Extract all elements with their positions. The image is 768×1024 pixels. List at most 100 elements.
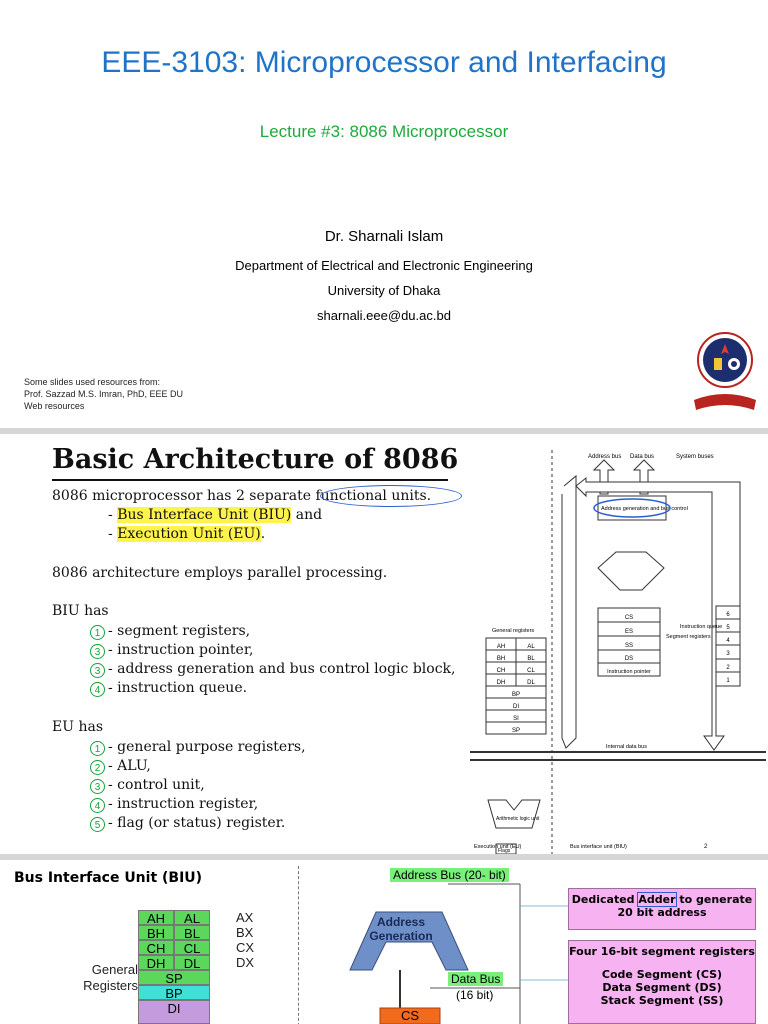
register-cl: CL xyxy=(527,668,535,674)
page-number: 2 xyxy=(704,844,708,850)
address-bus-label: Address Bus (20- bit) xyxy=(390,868,509,882)
register-ah: AH xyxy=(497,644,505,650)
register-bx: BX xyxy=(236,925,254,940)
number-circle: 3 xyxy=(90,779,105,794)
register-dh: DH xyxy=(497,680,506,686)
flags-label: Flags xyxy=(498,848,511,854)
architecture-diagram: Address bus Data bus System buses Addres… xyxy=(470,448,766,854)
queue-slot: 4 xyxy=(726,638,730,644)
register-al: AL xyxy=(174,910,210,926)
register-di: DI xyxy=(138,1000,210,1024)
biu-highlight: Bus Interface Unit (BIU) xyxy=(117,507,292,523)
department: Department of Electrical and Electronic … xyxy=(235,258,533,273)
credit-line: Web resources xyxy=(24,401,85,411)
register-si: SI xyxy=(513,716,519,722)
biu-item: - segment registers, xyxy=(108,623,251,639)
register-bh: BH xyxy=(138,925,174,941)
register-bl: BL xyxy=(174,925,210,941)
eu-heading: EU has xyxy=(52,719,104,735)
address-generation-label: Address Generation xyxy=(369,915,433,943)
architecture-slide: Basic Architecture of 8086 8086 micropro… xyxy=(0,434,768,854)
register-sp: SP xyxy=(138,970,210,986)
unit-biu-line: - Bus Interface Unit (BIU) and xyxy=(108,507,323,523)
segment-item: Code Segment (CS) xyxy=(601,968,723,981)
biu-heading: BIU has xyxy=(52,603,109,619)
adder-note: Dedicated Adder to generate 20 bit addre… xyxy=(568,888,756,930)
eu-item: - ALU, xyxy=(108,758,151,774)
register-di: DI xyxy=(513,704,519,710)
slide-title: Bus Interface Unit (BIU) xyxy=(14,870,203,886)
email: sharnali.eee@du.ac.bd xyxy=(317,308,451,323)
bus-interface-unit-label: Bus interface unit (BIU) xyxy=(570,844,627,850)
alu-label: Arithmetic logic unit xyxy=(496,816,540,822)
register-dl: DL xyxy=(527,680,535,686)
register-cl: CL xyxy=(174,940,210,956)
register-ch: CH xyxy=(138,940,174,956)
register-ch: CH xyxy=(497,668,506,674)
system-buses-label: System buses xyxy=(676,454,714,460)
queue-slot: 1 xyxy=(726,678,730,684)
segment-item: Data Segment (DS) xyxy=(602,981,722,994)
queue-slot: 2 xyxy=(726,665,730,671)
register-dl: DL xyxy=(174,955,210,971)
eu-item: - general purpose registers, xyxy=(108,739,306,755)
address-generation-label: Address generation and bus control xyxy=(601,506,688,512)
annotation-oval xyxy=(320,485,462,507)
lecture-title: Lecture #3: 8086 Microprocessor xyxy=(259,122,509,141)
queue-slot: 3 xyxy=(726,651,730,657)
data-bus-label: Data Bus xyxy=(448,972,504,986)
data-bus-label: Data bus xyxy=(630,454,654,460)
eu-item: - instruction register, xyxy=(108,796,259,812)
number-circle: 3 xyxy=(90,644,105,659)
register-cs: CS xyxy=(625,615,633,621)
course-title: EEE-3103: Microprocessor and Interfacing xyxy=(101,46,667,79)
register-bh: BH xyxy=(497,656,505,662)
slide-title: Basic Architecture of 8086 xyxy=(52,444,459,475)
register-cx: CX xyxy=(236,940,255,955)
number-circle: 4 xyxy=(90,798,105,813)
register-dx: DX xyxy=(236,955,255,970)
eu-item: - flag (or status) register. xyxy=(108,815,286,831)
register-bp: BP xyxy=(512,692,520,698)
biu-item: - instruction queue. xyxy=(108,680,248,696)
register-es: ES xyxy=(625,629,633,635)
divider xyxy=(298,866,299,1024)
register-ss: SS xyxy=(625,643,633,649)
parallel-line: 8086 architecture employs parallel proce… xyxy=(52,565,388,581)
data-bus-width: (16 bit) xyxy=(456,988,494,1002)
credit-line: Prof. Sazzad M.S. Imran, PhD, EEE DU xyxy=(24,389,184,399)
register-dh: DH xyxy=(138,955,174,971)
adder-word: Adder xyxy=(637,892,677,907)
register-ds: DS xyxy=(625,656,633,662)
annotation-oval xyxy=(593,498,671,518)
number-circle: 5 xyxy=(90,817,105,832)
number-circle: 1 xyxy=(90,741,105,756)
number-circle: 2 xyxy=(90,760,105,775)
register-al: AL xyxy=(527,644,535,650)
biu-item: - instruction pointer, xyxy=(108,642,254,658)
register-bl: BL xyxy=(527,656,535,662)
cs-register: CS xyxy=(400,1008,420,1023)
execution-unit-label: Execution unit (EU) xyxy=(474,844,522,850)
internal-data-bus-label: Internal data bus xyxy=(606,744,647,750)
title-underline xyxy=(52,479,448,481)
credits: Some slides used resources from: Prof. S… xyxy=(24,376,183,412)
eu-item: - control unit, xyxy=(108,777,205,793)
instruction-pointer: Instruction pointer xyxy=(607,669,651,675)
register-ax: AX xyxy=(236,910,254,925)
segment-item: Stack Segment (SS) xyxy=(600,994,724,1007)
queue-slot: 6 xyxy=(726,612,730,618)
register-sp: SP xyxy=(512,728,520,734)
university: University of Dhaka xyxy=(327,283,441,298)
segment-note: Four 16-bit segment registers Code Segme… xyxy=(568,940,756,1024)
register-ah: AH xyxy=(138,910,174,926)
eu-highlight: Execution Unit (EU) xyxy=(117,526,261,542)
general-registers-label: General registers xyxy=(492,628,534,634)
general-registers-label: General Registers xyxy=(83,962,138,993)
author-name: Dr. Sharnali Islam xyxy=(324,228,444,245)
title-slide: EEE-3103: Microprocessor and Interfacing… xyxy=(0,0,768,428)
number-circle: 1 xyxy=(90,625,105,640)
biu-slide: Bus Interface Unit (BIU) General Registe… xyxy=(0,860,768,1024)
biu-diagram xyxy=(349,883,568,1024)
number-circle: 4 xyxy=(90,682,105,697)
